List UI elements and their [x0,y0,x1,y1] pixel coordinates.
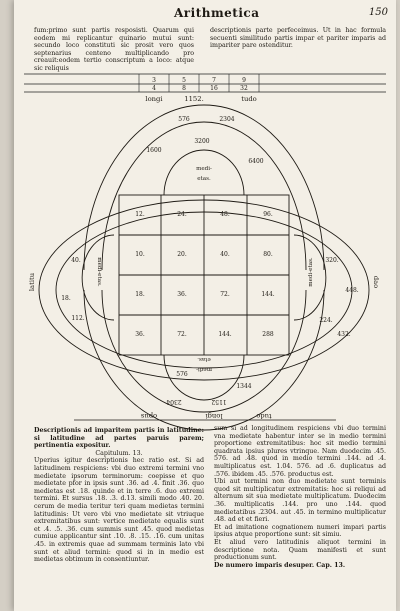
diagram-number: 112. [71,315,84,322]
diagram-number: 1600 [146,147,161,154]
paragraph: Et aliud vero latitudinis aliquot termin… [214,538,386,562]
grid-cell: 40. [220,251,230,258]
medietas-label: medi- [196,166,212,172]
longitudo-label: tudo [241,95,257,103]
medietas-label: medi-etas. [308,257,314,287]
diagram-number: 576 [178,116,190,123]
book-page: Arithmetica 150 fum:primo sunt partis re… [14,0,396,611]
text-top-right: descriptionis parte perfeceimus. Ut in h… [210,27,386,50]
paragraph: fum:primo sunt partis resposisti. Quarum… [34,27,194,72]
paragraph: Uperius igitur descriptionis hec ratio e… [34,457,204,564]
diagram-number: 576 [176,371,188,378]
numeric-diagram: 3 5 7 9 4 8 16 32 longi 1152. tudo [24,73,386,431]
text-bottom-right: sum si ad longitudinem respiciens vbi du… [214,425,386,569]
folio-number: 150 [368,7,388,18]
grid-cell: 96. [263,211,273,218]
diagram-number: 224. [319,317,332,324]
longitudo-label: tudo [256,412,272,420]
paragraph: sum si ad longitudinem respiciens vbi du… [214,425,386,478]
diagram-number: 448. [345,287,358,294]
diagram-number: 320. [325,257,338,264]
diagram-number: 2304 [166,398,181,405]
grid-cell: 24. [177,211,187,218]
section-heading: Descriptionis ad imparitem partis in lat… [34,427,204,450]
grid-cell: 10. [135,251,145,258]
table-cell: 8 [182,85,186,92]
text-bottom-left: Descriptionis ad imparitem partis in lat… [34,427,204,564]
grid-cell: 20. [177,251,187,258]
grid-cell: 18. [135,291,145,298]
page-header: Arithmetica 150 [14,4,396,20]
medietas-label: medi-etas. [96,257,102,287]
longitudo-label: longi [145,95,163,103]
diagram-number: 1152 [211,398,226,405]
grid-cell: 288 [262,331,274,338]
grid-cell: 144. [261,291,274,298]
table-cell: 7 [212,77,216,84]
grid-cell: 72. [220,291,230,298]
longitudo-label: longi [205,412,223,420]
grid-cell: 36. [177,291,187,298]
table-cell: 5 [182,77,186,84]
diagram-number: 1344 [236,383,251,390]
longitudo-label: opus [140,412,157,420]
grid-cell: 12. [135,211,145,218]
medietas-label: etas. [197,176,211,182]
diagram-number: 432. [337,331,350,338]
running-head: Arithmetica [174,6,260,20]
diagram-number: 3200 [194,138,209,145]
table-cell: 3 [152,77,156,84]
section-heading: De numero imparis desuper. Cap. 13. [214,561,346,569]
medietas-label: medi- [196,366,212,372]
latitudo-label: dao [372,276,380,289]
table-cell: 4 [152,85,156,92]
latitudo-label: latitu [28,272,36,291]
table-cell: 9 [242,77,246,84]
paragraph: descriptionis parte perfeceimus. Ut in h… [210,27,386,50]
grid-cell: 48. [220,211,230,218]
grid-cell: 72. [177,331,187,338]
grid-cell: 36. [135,331,145,338]
chapter-label: Capitulum. 13. [95,449,143,457]
table-cell: 16 [210,85,218,92]
diagram-number: 18. [61,295,71,302]
text-top-left: fum:primo sunt partis resposisti. Quarum… [34,27,194,73]
paragraph: Et ad imitatione cognationem numeri impa… [214,523,386,539]
grid-cell: 144. [218,331,231,338]
diagram-number: 2304 [219,116,234,123]
longitudo-number: 1152. [184,95,203,103]
paragraph: Ubi aut termini non duo medietate sunt t… [214,478,386,524]
table-cell: 32 [240,85,248,92]
diagram-number: 6400 [248,158,263,165]
medietas-label: etas. [197,356,211,362]
grid-cell: 80. [263,251,273,258]
diagram-number: 40. [71,257,81,264]
